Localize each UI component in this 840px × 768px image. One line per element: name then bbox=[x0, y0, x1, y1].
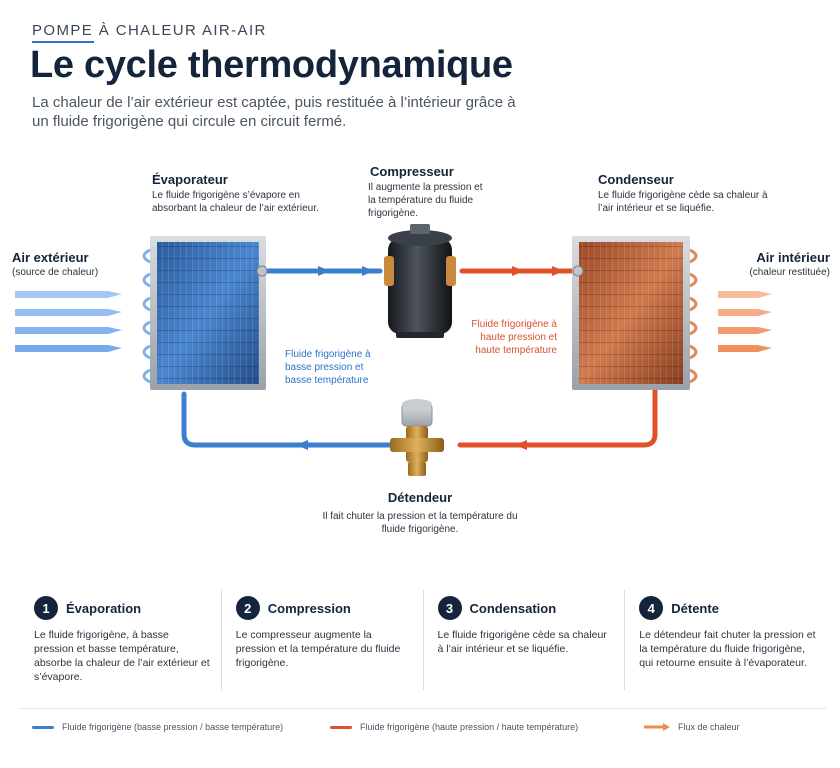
step-number: 1 bbox=[34, 596, 58, 620]
page-subtitle: La chaleur de l’air extérieur est captée… bbox=[32, 94, 516, 130]
step-compression: 2 Compression Le compresseur augmente la… bbox=[222, 590, 424, 690]
condenser-desc: Le fluide frigorigène cède sa chaleur à … bbox=[598, 190, 768, 214]
step-text: Le compresseur augmente la pression et l… bbox=[235, 629, 401, 669]
step-condensation: 3 Condensation Le fluide frigorigène cèd… bbox=[424, 590, 626, 690]
kicker: POMPE À CHALEUR AIR-AIR bbox=[32, 22, 267, 39]
step-text: Le fluide frigorigène, à basse pression … bbox=[34, 629, 210, 683]
step-title: Détente bbox=[671, 600, 719, 616]
legend-low: Fluide frigorigène (basse pression / bas… bbox=[32, 722, 283, 732]
compressor-unit bbox=[384, 224, 456, 338]
compressor-desc: Il augmente la pression et la températur… bbox=[368, 182, 483, 219]
legend-high-label: Fluide frigorigène (haute pression / hau… bbox=[360, 722, 579, 732]
compressor-title: Compresseur bbox=[370, 164, 454, 179]
inside-air-sub: (chaleur restituée) bbox=[749, 267, 830, 278]
legend-divider bbox=[20, 708, 826, 709]
expansion-valve bbox=[390, 399, 444, 476]
cycle-graphic bbox=[15, 224, 772, 476]
legend-high-swatch bbox=[330, 725, 352, 729]
step-text: Le fluide frigorigène cède sa chaleur à … bbox=[437, 629, 607, 655]
step-number: 3 bbox=[437, 596, 462, 620]
heat-pump-diagram: Air extérieur (source de chaleur) Air in… bbox=[0, 150, 840, 550]
condenser-title: Condenseur bbox=[598, 172, 674, 187]
legend-low-swatch bbox=[32, 725, 54, 729]
evaporator-unit bbox=[142, 236, 268, 390]
legend-heat: Flux de chaleur bbox=[644, 722, 740, 732]
step-detente: 4 Détente Le détendeur fait chuter la pr… bbox=[625, 590, 826, 690]
evaporator-title: Évaporateur bbox=[152, 172, 228, 187]
step-number: 2 bbox=[235, 596, 260, 620]
inside-air-title: Air intérieur bbox=[756, 250, 830, 265]
step-number: 4 bbox=[639, 596, 664, 620]
page-title: Le cycle thermodynamique bbox=[30, 44, 513, 86]
low-pressure-note: Fluide frigorigène à basse pression et b… bbox=[285, 349, 371, 386]
heat-arrow-icon bbox=[644, 723, 670, 731]
legend: Fluide frigorigène (basse pression / bas… bbox=[32, 722, 812, 738]
expansion-title: Détendeur bbox=[387, 490, 453, 505]
outside-air-sub: (source de chaleur) bbox=[12, 267, 99, 278]
step-title: Condensation bbox=[469, 600, 557, 616]
condenser-unit bbox=[572, 236, 698, 390]
high-pressure-note: Fluide frigorigène à haute pression et h… bbox=[471, 319, 557, 356]
expansion-desc: Il fait chuter la pression et la tempéra… bbox=[322, 511, 518, 535]
legend-high: Fluide frigorigène (haute pression / hau… bbox=[330, 722, 578, 732]
outside-air-arrows bbox=[15, 291, 122, 352]
legend-low-label: Fluide frigorigène (basse pression / bas… bbox=[62, 722, 284, 732]
inside-air-arrows bbox=[718, 291, 772, 352]
outside-air-title: Air extérieur bbox=[12, 250, 89, 265]
evaporator-desc: Le fluide frigorigène s’évapore en absor… bbox=[152, 190, 319, 214]
kicker-underline bbox=[32, 41, 94, 43]
step-title: Évaporation bbox=[66, 600, 142, 616]
step-evaporation: 1 Évaporation Le fluide frigorigène, à b… bbox=[20, 590, 222, 690]
legend-heat-label: Flux de chaleur bbox=[678, 722, 740, 732]
high-pressure-flow-arrows bbox=[512, 266, 564, 450]
step-title: Compression bbox=[267, 600, 351, 616]
step-text: Le détendeur fait chuter la pression et … bbox=[639, 629, 816, 669]
low-pressure-flow-arrows bbox=[296, 266, 374, 450]
cycle-steps: 1 Évaporation Le fluide frigorigène, à b… bbox=[20, 590, 826, 690]
